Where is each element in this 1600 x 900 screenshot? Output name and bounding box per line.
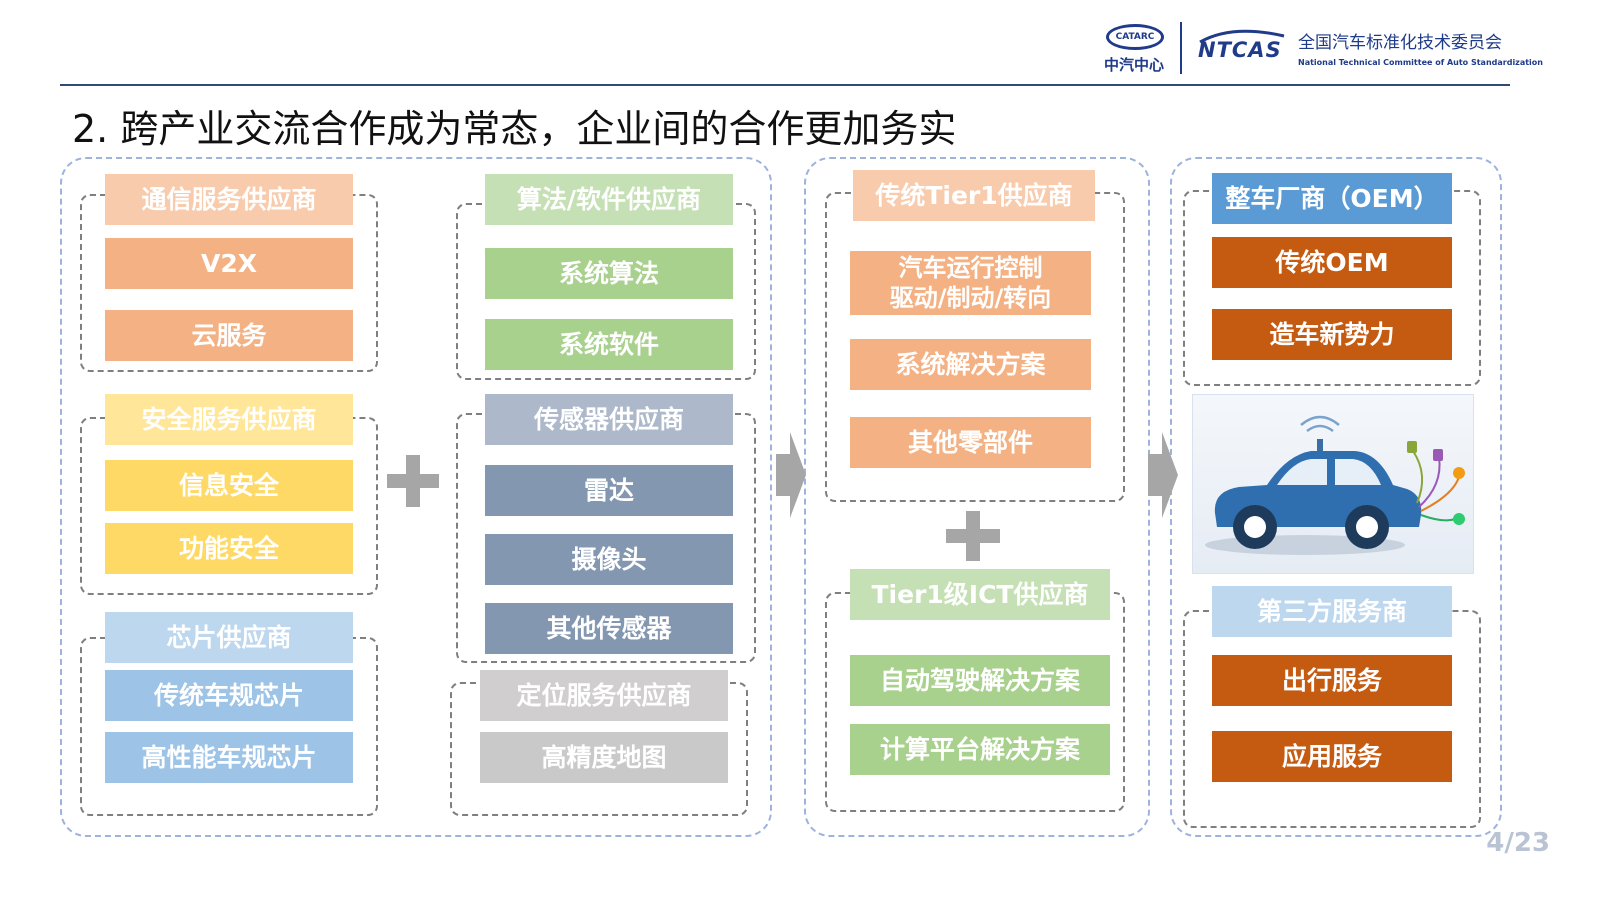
header-communication: 通信服务供应商 <box>105 174 353 225</box>
header-security: 安全服务供应商 <box>105 394 353 445</box>
item-system-software: 系统软件 <box>485 319 733 370</box>
catarc-logo: CATARC 中汽中心 <box>1104 22 1166 78</box>
ntcas-mark: NTCAS <box>1198 38 1282 62</box>
page-total: 23 <box>1513 828 1550 858</box>
item-traditional-oem: 传统OEM <box>1212 237 1452 288</box>
header-third-party: 第三方服务商 <box>1212 586 1452 637</box>
header-algorithm: 算法/软件供应商 <box>485 174 733 225</box>
item-info-security: 信息安全 <box>105 460 353 511</box>
item-other-sensors: 其他传感器 <box>485 603 733 654</box>
item-autonomous-driving: 自动驾驶解决方案 <box>850 655 1110 706</box>
page-current: 4 <box>1486 828 1505 858</box>
ntcas-logo: NTCAS <box>1192 26 1292 66</box>
header-chip: 芯片供应商 <box>105 612 353 663</box>
item-functional-safety: 功能安全 <box>105 523 353 574</box>
catarc-badge: CATARC <box>1106 24 1164 50</box>
item-system-solution: 系统解决方案 <box>850 339 1091 390</box>
header-oem: 整车厂商（OEM） <box>1212 173 1452 224</box>
item-high-performance-chip: 高性能车规芯片 <box>105 732 353 783</box>
panel-tier1 <box>804 157 1150 837</box>
connected-car-illustration <box>1192 394 1474 574</box>
header-ict-tier1: Tier1级ICT供应商 <box>850 569 1110 620</box>
header-traditional-tier1: 传统Tier1供应商 <box>853 170 1095 221</box>
item-other-parts: 其他零部件 <box>850 417 1091 468</box>
plus-icon <box>946 511 1000 561</box>
item-hd-map: 高精度地图 <box>480 732 728 783</box>
catarc-badge-text: CATARC <box>1115 32 1155 42</box>
arrow-right-icon <box>1148 432 1178 518</box>
group-third-party <box>1183 610 1481 828</box>
header-positioning: 定位服务供应商 <box>480 670 728 721</box>
item-vehicle-control-line1: 汽车运行控制 驱动/制动/转向 <box>889 254 1052 312</box>
panel-oem <box>1170 157 1502 837</box>
plus-icon <box>387 455 439 507</box>
group-chip <box>80 637 378 816</box>
catarc-caption: 中汽中心 <box>1104 56 1165 74</box>
header-rule <box>60 84 1510 86</box>
logo-divider <box>1180 22 1182 74</box>
item-traditional-chip: 传统车规芯片 <box>105 670 353 721</box>
item-v2x: V2X <box>105 238 353 289</box>
ntcas-swoosh-icon <box>1199 29 1285 44</box>
page-number: 4/23 <box>1486 828 1550 858</box>
org-name-cn: 全国汽车标准化技术委员会 <box>1298 33 1502 53</box>
item-application-service: 应用服务 <box>1212 731 1452 782</box>
item-mobility-service: 出行服务 <box>1212 655 1452 706</box>
arrow-right-icon <box>776 432 806 518</box>
car-icon <box>1205 415 1465 555</box>
item-radar: 雷达 <box>485 465 733 516</box>
header-sensor: 传感器供应商 <box>485 394 733 445</box>
item-system-algorithm: 系统算法 <box>485 248 733 299</box>
panel-suppliers <box>60 157 772 837</box>
item-vehicle-control: 汽车运行控制 驱动/制动/转向 <box>850 251 1091 315</box>
item-camera: 摄像头 <box>485 534 733 585</box>
item-cloud: 云服务 <box>105 310 353 361</box>
org-name-en: National Technical Committee of Auto Sta… <box>1298 58 1543 67</box>
page-separator: / <box>1504 828 1514 858</box>
item-new-forces: 造车新势力 <box>1212 309 1452 360</box>
page-title: 2. 跨产业交流合作成为常态，企业间的合作更加务实 <box>72 107 957 151</box>
item-computing-platform: 计算平台解决方案 <box>850 724 1110 775</box>
